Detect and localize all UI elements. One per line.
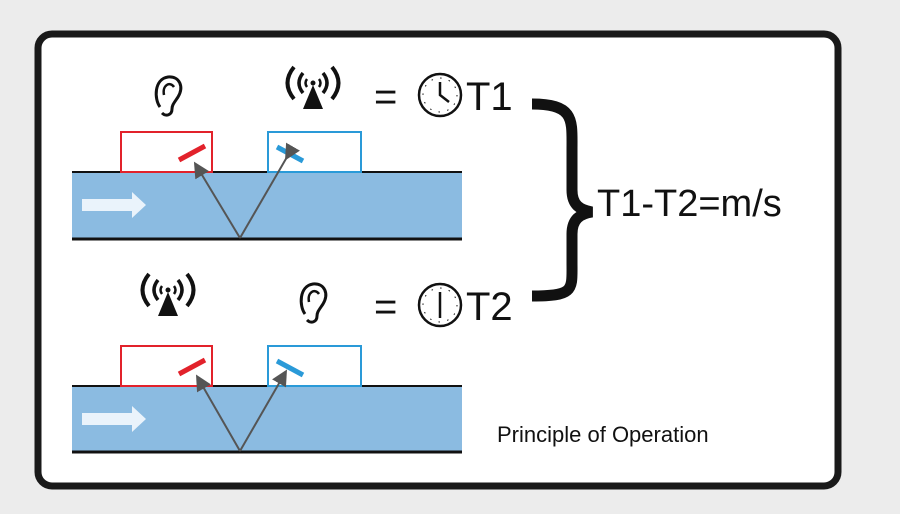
- time-label-t1: T1: [466, 75, 513, 119]
- signal-path: [196, 374, 241, 452]
- formula: T1-T2=m/s: [597, 183, 782, 225]
- signal-path: [193, 161, 241, 239]
- diagram-frame: [34, 30, 842, 490]
- equals-sign: =: [374, 75, 397, 119]
- flow-arrow-icon: [82, 192, 146, 218]
- bottom-scenario: = T2: [72, 272, 513, 454]
- clock-icon: [417, 282, 463, 328]
- brace: [531, 98, 594, 302]
- time-label-t2: T2: [466, 285, 513, 329]
- flow-arrow-icon: [82, 406, 146, 432]
- top-scenario: = T1: [72, 65, 513, 241]
- clock-icon: [417, 72, 463, 118]
- caption: Principle of Operation: [497, 422, 709, 447]
- equals-sign: =: [374, 285, 397, 329]
